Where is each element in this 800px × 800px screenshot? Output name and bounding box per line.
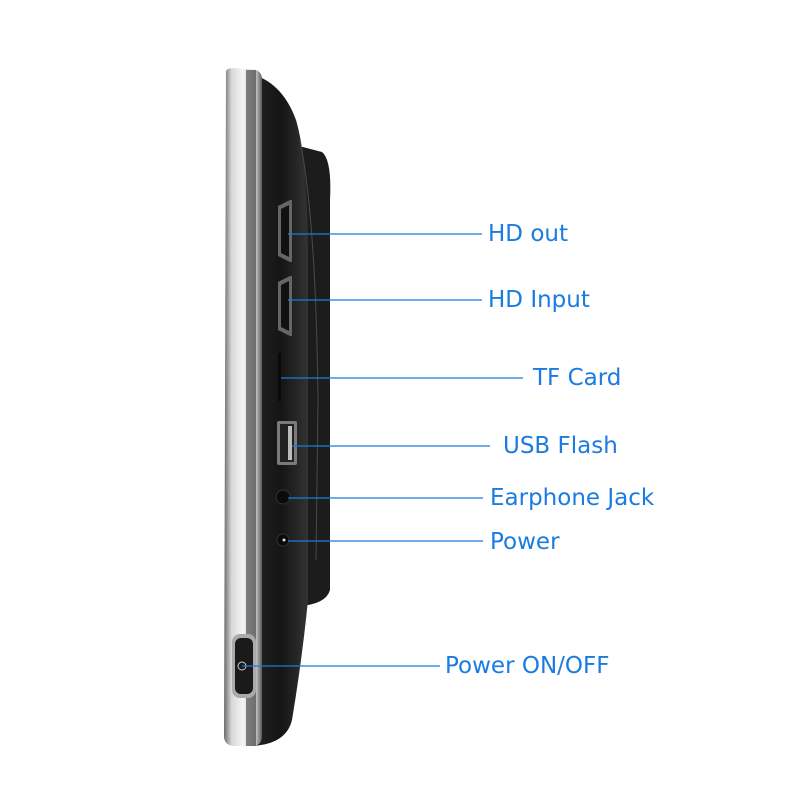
label-hd-out: HD out xyxy=(488,221,568,247)
label-usb-flash: USB Flash xyxy=(503,433,618,459)
earphone-jack-port xyxy=(275,489,291,505)
label-hd-input: HD Input xyxy=(488,287,590,313)
label-tf-card: TF Card xyxy=(533,365,622,391)
label-earphone-jack: Earphone Jack xyxy=(490,485,655,511)
usb-port xyxy=(277,421,297,465)
hdmi-input-port xyxy=(278,276,292,336)
callout-lines xyxy=(242,233,523,667)
tf-card-slot xyxy=(278,353,281,401)
label-power: Power xyxy=(490,529,560,555)
hdmi-out-port xyxy=(278,200,292,262)
label-power-on-off: Power ON/OFF xyxy=(445,653,610,679)
